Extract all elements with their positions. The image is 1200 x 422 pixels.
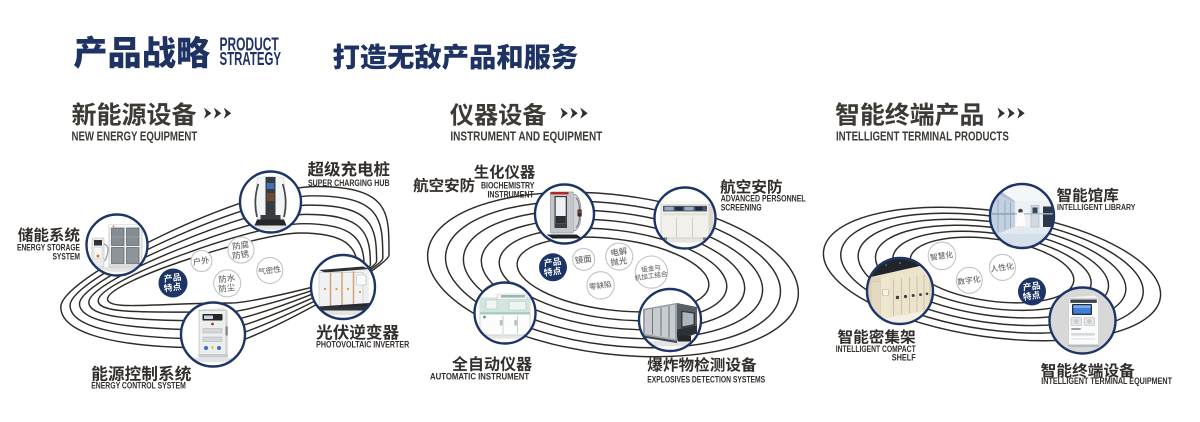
svg-text:EXPLOSIVES DETECTION SYSTEMS: EXPLOSIVES DETECTION SYSTEMS xyxy=(647,374,766,384)
svg-text:INTELLIGENT TERMINAL PRODUCTS: INTELLIGENT TERMINAL PRODUCTS xyxy=(836,130,1009,144)
svg-text:AUTOMATIC INSTRUMENT: AUTOMATIC INSTRUMENT xyxy=(430,371,530,382)
svg-text:ENERGY STORAGE: ENERGY STORAGE xyxy=(17,243,80,253)
svg-text:NEW ENERGY EQUIPMENT: NEW ENERGY EQUIPMENT xyxy=(72,130,198,144)
svg-text:STRATEGY: STRATEGY xyxy=(220,49,282,69)
svg-text:INTELLIGENT LIBRARY: INTELLIGENT LIBRARY xyxy=(1057,203,1135,213)
svg-text:SUPER CHARGING HUB: SUPER CHARGING HUB xyxy=(308,178,390,188)
svg-text:BIOCHEMISTRY: BIOCHEMISTRY xyxy=(481,181,535,191)
svg-text:INSTRUMENT AND EQUIPMENT: INSTRUMENT AND EQUIPMENT xyxy=(450,131,602,144)
svg-text:INTELLIGENT TERMINAL EQUIPMENT: INTELLIGENT TERMINAL EQUIPMENT xyxy=(1041,376,1172,386)
svg-text:INSTRUMENT: INSTRUMENT xyxy=(487,190,533,200)
svg-text:PRODUCT: PRODUCT xyxy=(220,35,280,55)
svg-text:ADVANCED PERSONNEL: ADVANCED PERSONNEL xyxy=(721,194,806,204)
svg-text:SYSTEM: SYSTEM xyxy=(52,252,80,262)
svg-text:SHELF: SHELF xyxy=(892,353,916,363)
svg-text:PHOTOVOLTAIC INVERTER: PHOTOVOLTAIC INVERTER xyxy=(316,340,409,350)
svg-text:SCREENING: SCREENING xyxy=(721,203,762,213)
svg-text:ENERGY CONTROL SYSTEM: ENERGY CONTROL SYSTEM xyxy=(91,381,186,391)
svg-text:INTELLIGENT COMPACT: INTELLIGENT COMPACT xyxy=(836,344,916,354)
